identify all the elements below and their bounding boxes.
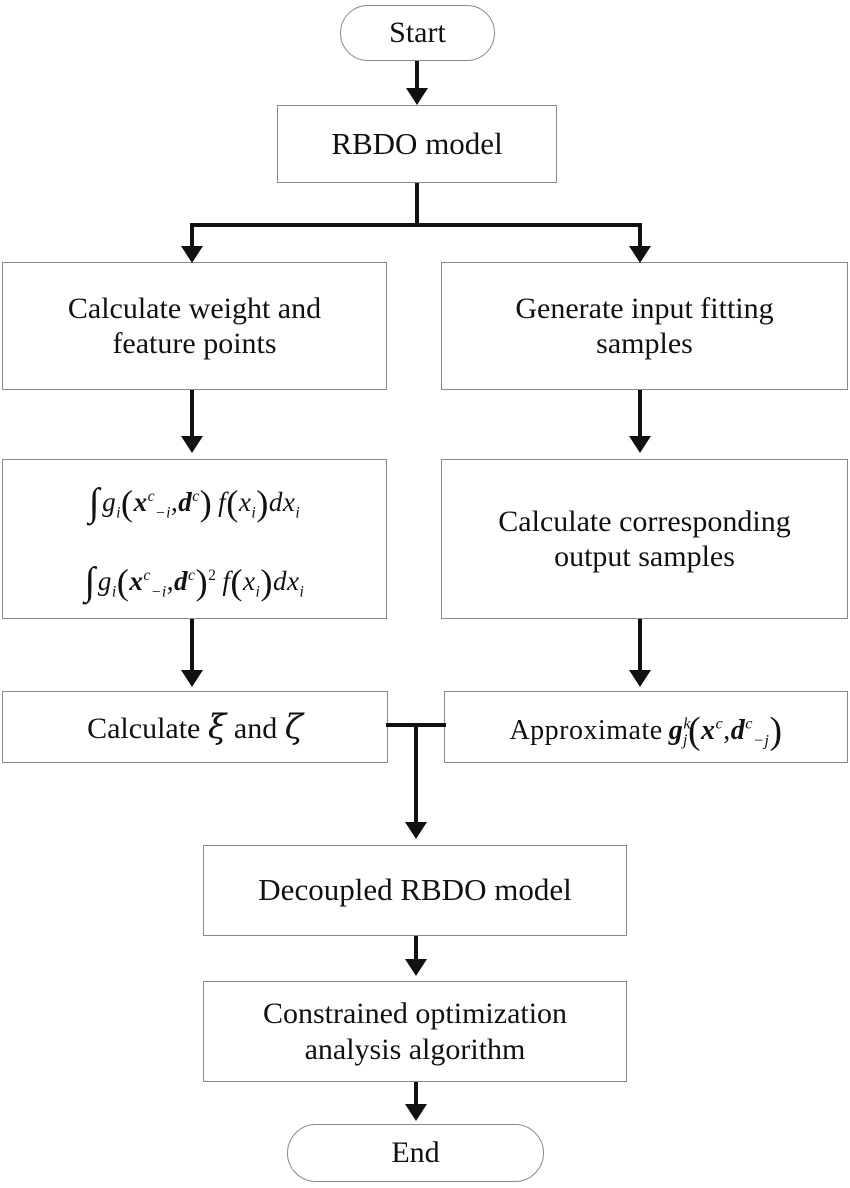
edge-integrals-to-xizeta-arrow <box>181 670 203 687</box>
edge-rbdo-split-stem <box>415 183 419 227</box>
node-approximate-g-label: Approximate gkj(xc,dc−j) <box>509 709 783 752</box>
node-calculate-xi-zeta: Calculate ξ and ζ <box>2 691 388 763</box>
line-1: Constrained optimization <box>262 997 568 1031</box>
node-decoupled-rbdo-model-label: Decoupled RBDO model <box>258 872 572 908</box>
edge-constrained-to-end-line <box>414 1082 418 1107</box>
edge-split-right-arrow <box>629 246 651 263</box>
integral-formula-2: ∫gi(xc−i,dc)2 f(xi)dxi <box>84 560 305 604</box>
edge-merge-to-decoupled-line <box>414 723 418 825</box>
node-end: End <box>287 1124 544 1182</box>
edge-decoupled-to-constrained-line <box>414 936 418 962</box>
line-1: Calculate weight and <box>67 291 322 325</box>
edge-samples-to-output-line <box>638 390 642 439</box>
text-middle: and <box>226 712 285 746</box>
node-calculate-weight-feature-points: Calculate weight and feature points <box>2 262 387 390</box>
edge-start-to-rbdo-line <box>415 61 419 91</box>
edge-output-to-approximate-arrow <box>629 670 651 687</box>
edge-integrals-to-xizeta-line <box>190 619 194 673</box>
edge-merge-to-decoupled-arrow <box>405 822 427 839</box>
edge-constrained-to-end-arrow <box>405 1104 427 1121</box>
line-1: Calculate corresponding <box>498 504 791 538</box>
edge-split-left-drop <box>190 223 194 251</box>
edge-weight-to-integrals-arrow <box>181 436 203 453</box>
edge-decoupled-to-constrained-arrow <box>405 959 427 976</box>
node-start: Start <box>340 5 495 61</box>
edge-split-left-arrow <box>181 246 203 263</box>
node-calculate-output-samples: Calculate corresponding output samples <box>441 459 848 619</box>
edge-samples-to-output-arrow <box>629 436 651 453</box>
node-start-label: Start <box>389 16 446 50</box>
node-approximate-g: Approximate gkj(xc,dc−j) <box>444 691 848 763</box>
node-calculate-weight-feature-points-label: Calculate weight and feature points <box>3 291 386 362</box>
node-generate-input-fitting-samples: Generate input fitting samples <box>441 262 848 390</box>
node-rbdo-model-label: RBDO model <box>331 125 503 161</box>
zeta-symbol: ζ <box>284 707 303 747</box>
line-1: Generate input fitting <box>515 291 774 325</box>
edge-start-to-rbdo-arrow <box>406 88 428 105</box>
edge-weight-to-integrals-line <box>190 390 194 439</box>
edge-split-right-drop <box>638 223 642 251</box>
node-calculate-output-samples-label: Calculate corresponding output samples <box>442 504 847 575</box>
node-constrained-optimization-label: Constrained optimization analysis algori… <box>204 996 626 1067</box>
line-2: output samples <box>554 540 735 573</box>
node-decoupled-rbdo-model: Decoupled RBDO model <box>203 845 627 936</box>
line-2: feature points <box>112 327 277 360</box>
edge-output-to-approximate-line <box>638 619 642 673</box>
integral-formula-1: ∫gi(xc−i,dc) f(xi)dxi <box>88 481 301 525</box>
text-before: Calculate <box>87 712 208 746</box>
edge-rbdo-split-bar <box>190 223 642 227</box>
node-integral-expressions: ∫gi(xc−i,dc) f(xi)dxi ∫gi(xc−i,dc)2 f(xi… <box>2 459 387 619</box>
node-end-label: End <box>391 1136 440 1170</box>
line-2: analysis algorithm <box>304 1032 526 1066</box>
line-2: samples <box>596 327 693 360</box>
node-calculate-xi-zeta-label: Calculate ξ and ζ <box>3 707 387 747</box>
xi-symbol: ξ <box>207 707 227 747</box>
node-generate-input-fitting-samples-label: Generate input fitting samples <box>442 291 847 362</box>
node-constrained-optimization: Constrained optimization analysis algori… <box>203 981 627 1082</box>
approximate-text: Approximate <box>509 714 663 746</box>
node-rbdo-model: RBDO model <box>277 105 557 183</box>
